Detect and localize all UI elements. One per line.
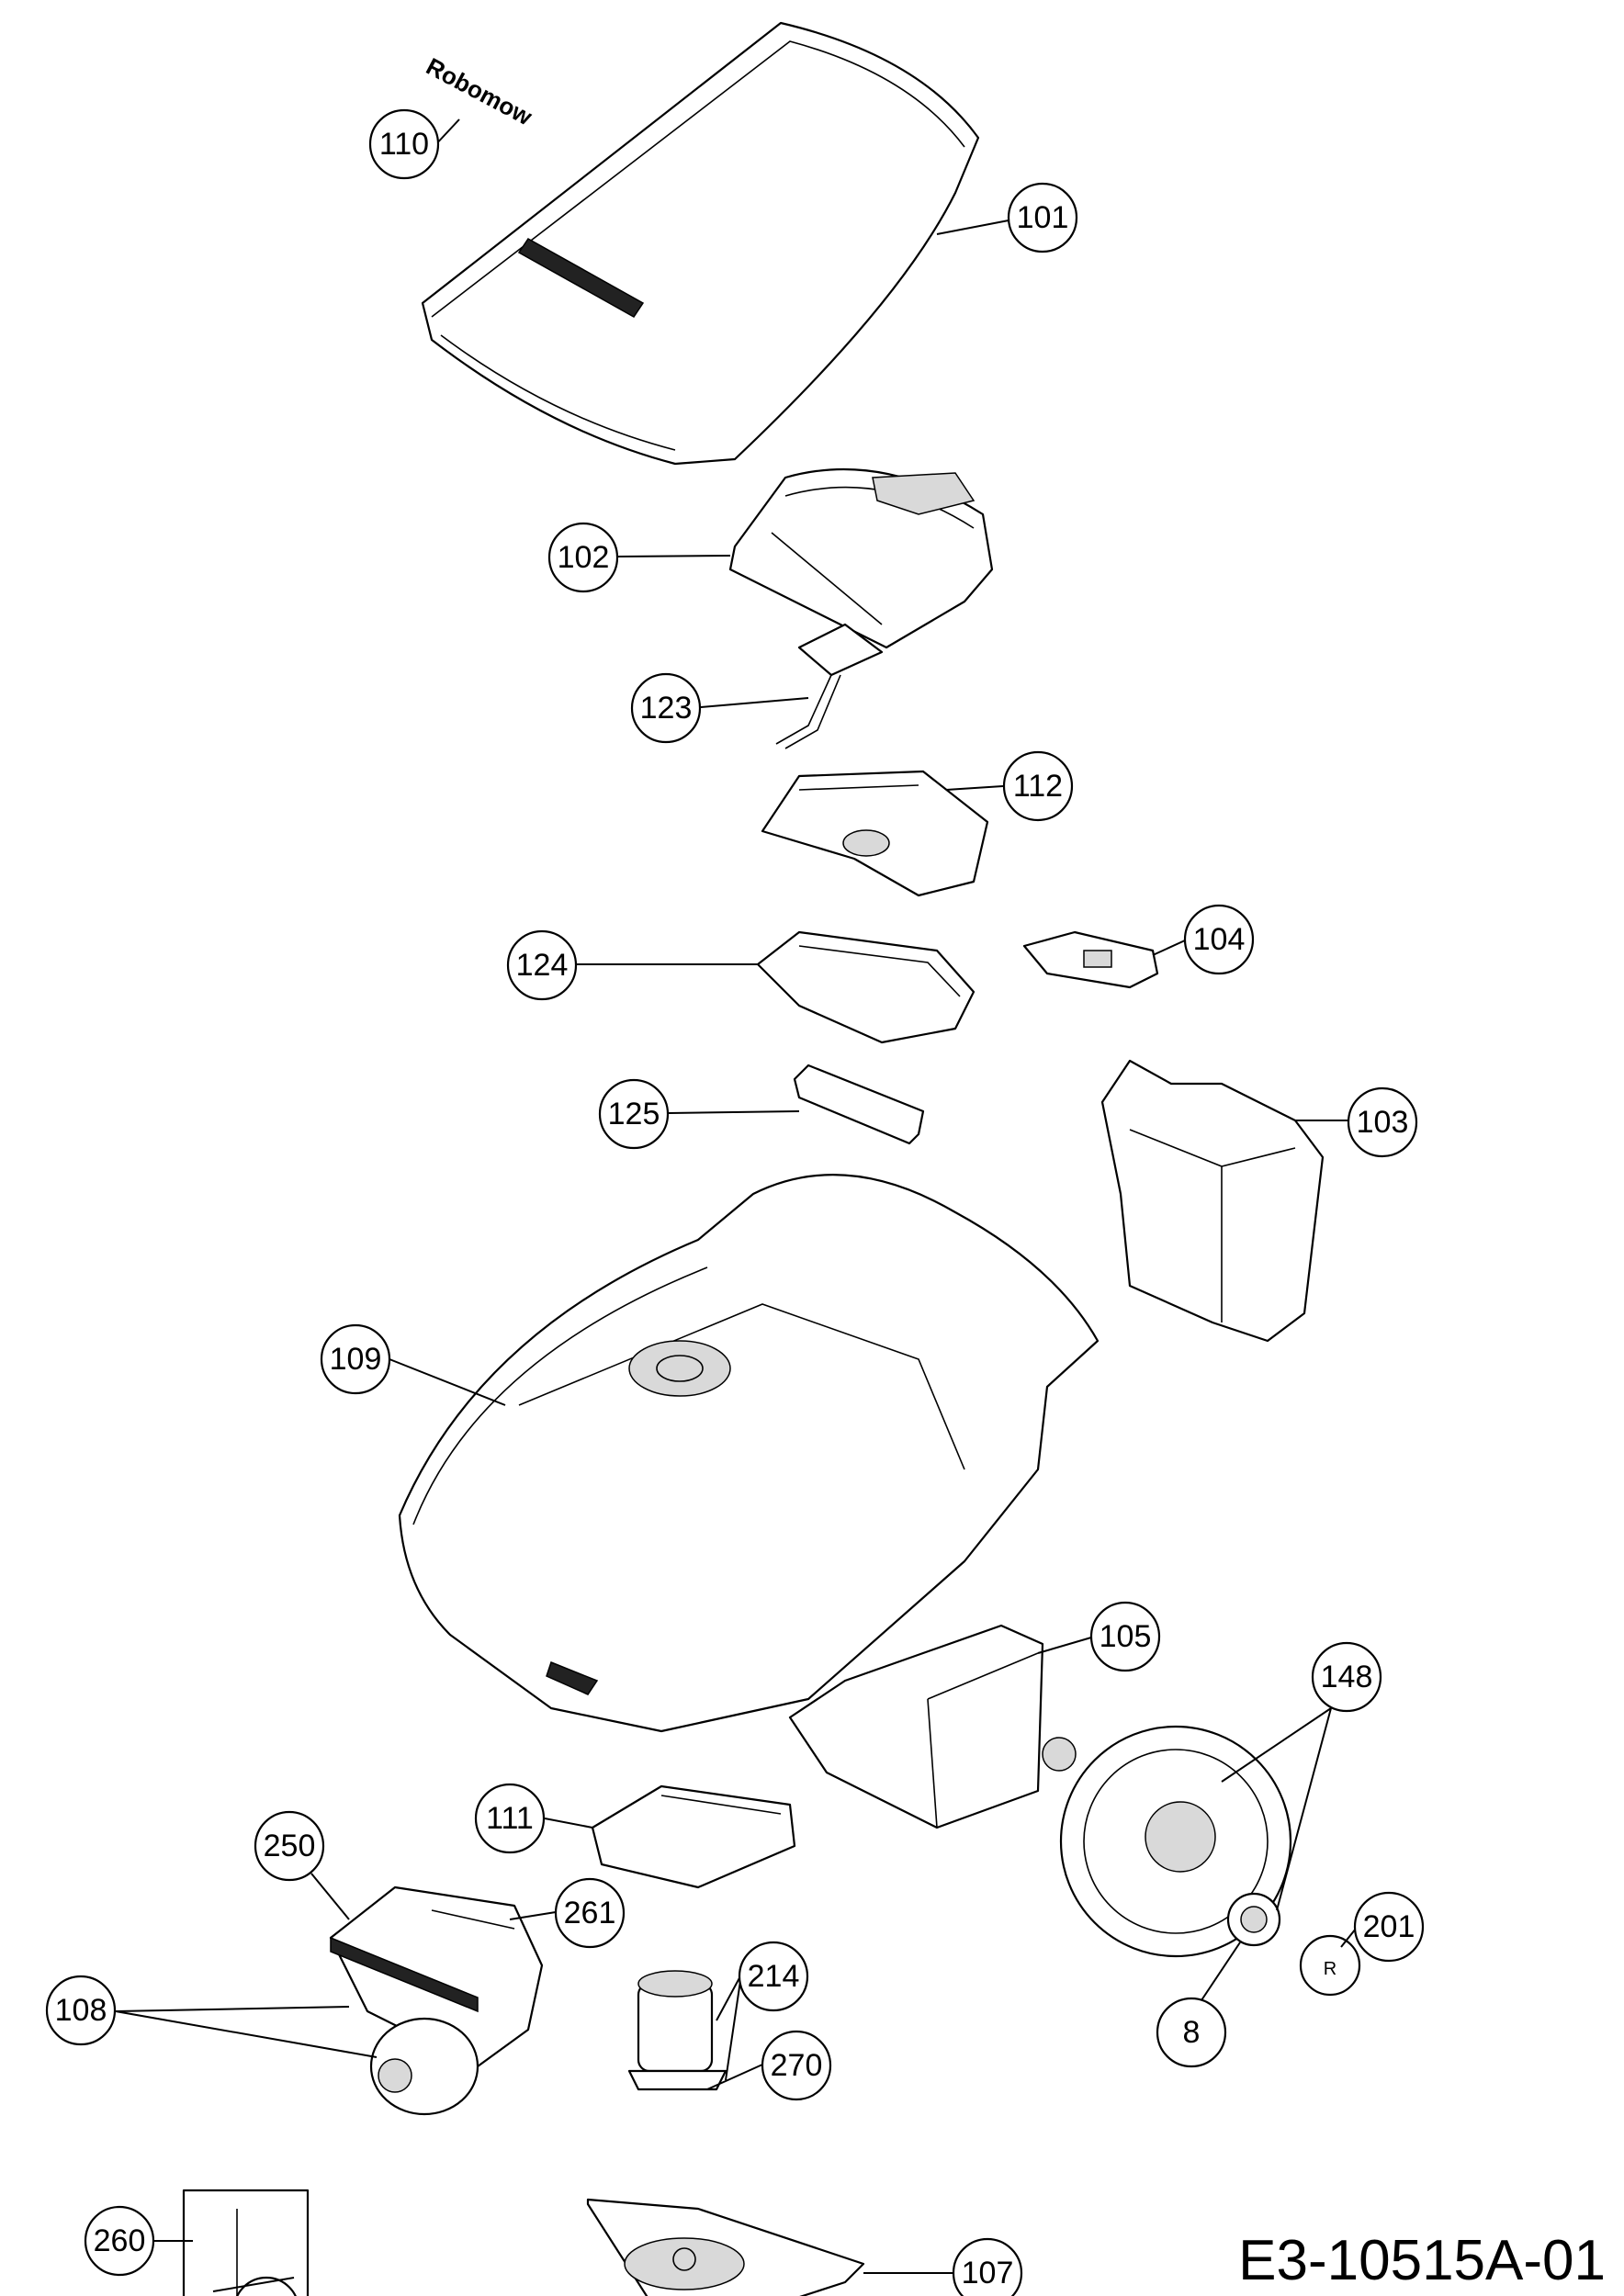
svg-text:214: 214 (748, 1959, 800, 1994)
svg-text:110: 110 (379, 127, 429, 162)
svg-text:R: R (1324, 1959, 1336, 1979)
callout-270: 270 (761, 2030, 832, 2101)
callout-125: 125 (598, 1078, 670, 1150)
battery-compartment-part-103 (1100, 1059, 1325, 1343)
svg-text:109: 109 (330, 1342, 382, 1377)
svg-text:102: 102 (558, 540, 610, 575)
svg-text:111: 111 (486, 1801, 534, 1836)
svg-text:261: 261 (564, 1896, 616, 1930)
callout-101: 101 (1007, 182, 1078, 253)
cutting-blade-part-107 (586, 2198, 865, 2296)
robomow-decal-part-110: Robomow (422, 52, 537, 131)
leader-line (310, 1873, 350, 1920)
board-tray-part-124 (756, 930, 976, 1044)
callout-260: 260 (84, 2205, 155, 2277)
leader-line (706, 2064, 763, 2090)
svg-text:250: 250 (264, 1829, 316, 1863)
callout-250: 250 (254, 1810, 325, 1882)
callout-148: 148 (1311, 1641, 1382, 1713)
chassis-part-109 (398, 1174, 1100, 1733)
svg-text:124: 124 (516, 948, 569, 983)
leader-line (544, 1818, 593, 1829)
leader-line (115, 2010, 378, 2058)
leader-line (1037, 1637, 1092, 1654)
top-cover-part-101 (421, 21, 980, 466)
drawing-number: E3-10515A-01 (1238, 2229, 1606, 2292)
leader-line (700, 697, 809, 708)
leader-line (936, 219, 1009, 235)
leader-line (668, 1110, 800, 1114)
callout-124: 124 (506, 929, 578, 1001)
sensor-housing-part-111 (591, 1784, 796, 1889)
callout-111: 111 (474, 1783, 546, 1854)
hub-cap-part-201: R (1299, 1934, 1361, 1997)
caster-assembly-part-260 (182, 2189, 310, 2296)
callout-261: 261 (554, 1877, 626, 1949)
callout-108: 108 (45, 1975, 117, 2046)
leader-line (617, 555, 731, 557)
keypad-flex-cable-part-123 (775, 623, 884, 749)
bracket-part-125 (793, 1064, 925, 1145)
leader-line (1201, 1941, 1241, 2001)
drive-wheel-part-148 (1059, 1725, 1292, 1958)
callout-109: 109 (320, 1323, 391, 1395)
leader-line (1221, 1707, 1332, 1783)
svg-text:108: 108 (55, 1993, 107, 2028)
circuit-board-part-112 (761, 770, 989, 897)
leader-line (1340, 1928, 1357, 1948)
leader-line (115, 2006, 350, 2012)
svg-text:270: 270 (771, 2048, 823, 2083)
sensor-part-261 (431, 1909, 515, 1930)
svg-text:260: 260 (94, 2223, 146, 2258)
svg-text:107: 107 (962, 2256, 1014, 2290)
leader-line (725, 1974, 742, 2081)
svg-text:201: 201 (1363, 1909, 1415, 1944)
callout-107: 107 (952, 2237, 1023, 2296)
drive-motor-part-105 (788, 1624, 1077, 1829)
callout-214: 214 (738, 1941, 809, 2012)
brand-decal-text: Robomow (422, 52, 537, 131)
blade-motor-part-214 (627, 1970, 727, 2091)
switch-part-104 (1022, 930, 1159, 989)
callout-103: 103 (1347, 1086, 1418, 1158)
svg-text:104: 104 (1193, 922, 1246, 957)
callout-104: 104 (1183, 904, 1255, 975)
leader-line (389, 1358, 506, 1406)
callout-201: 201 (1353, 1891, 1425, 1963)
leader-line (945, 785, 1004, 791)
callout-8: 8 (1156, 1997, 1227, 2068)
control-housing-part-102 (728, 467, 994, 649)
callout-123: 123 (630, 672, 702, 744)
wheel-hub-part-8 (1226, 1892, 1281, 1947)
svg-text:8: 8 (1183, 2015, 1201, 2050)
leader-line (509, 1911, 557, 1920)
callout-110: 110 (368, 108, 440, 180)
svg-text:105: 105 (1100, 1619, 1152, 1654)
leader-line (1276, 1707, 1332, 1911)
svg-text:148: 148 (1321, 1660, 1373, 1694)
callout-105: 105 (1089, 1601, 1161, 1672)
front-wheel-part-108 (369, 2017, 479, 2116)
callout-112: 112 (1002, 750, 1074, 822)
leader-line (212, 2277, 295, 2292)
svg-text:101: 101 (1017, 200, 1069, 235)
svg-text:103: 103 (1357, 1105, 1409, 1140)
leader-line (716, 1974, 742, 2021)
front-bumper-part-250 (329, 1885, 544, 2068)
leader-line (1152, 940, 1186, 956)
svg-text:123: 123 (640, 691, 693, 726)
svg-text:125: 125 (608, 1097, 660, 1131)
svg-text:112: 112 (1013, 769, 1063, 804)
callout-102: 102 (547, 522, 619, 593)
